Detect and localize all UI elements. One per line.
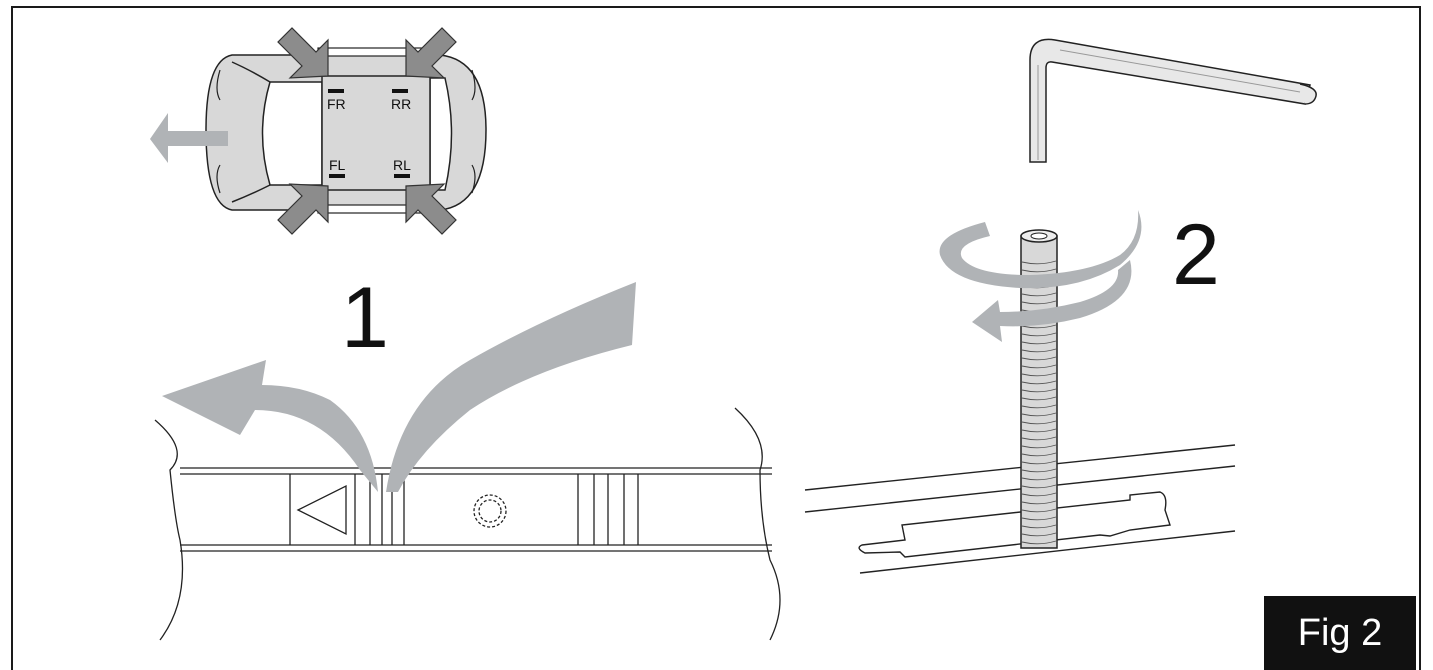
pointer-arrows-icon <box>277 27 457 235</box>
roof-rail-cover-icon <box>154 407 781 641</box>
bolt-thread-line <box>1021 388 1057 393</box>
bolt-thread-line <box>1021 324 1057 329</box>
step-one-number: 1 <box>341 270 389 366</box>
rotation-arrow-icon <box>939 210 1142 342</box>
bolt-thread-line <box>1021 492 1057 497</box>
bolt-thread-line <box>1021 356 1057 361</box>
bolt-thread-line <box>1021 348 1057 353</box>
rail-profile-icon <box>804 444 1236 574</box>
bolt-thread-line <box>1021 468 1057 473</box>
lift-arrow-left-icon <box>162 360 378 492</box>
bolt-thread-line <box>1021 292 1057 297</box>
car-top-view-icon <box>205 47 487 214</box>
bolt-thread-line <box>1021 332 1057 337</box>
bolt-thread-line <box>1021 436 1057 441</box>
bolt-thread-line <box>1021 452 1057 457</box>
bolt-thread-line <box>1021 404 1057 409</box>
bolt-thread-line <box>1021 268 1057 273</box>
bolt-thread-line <box>1021 260 1057 265</box>
bolt-thread-line <box>1021 508 1057 513</box>
allen-key-icon <box>1029 38 1317 163</box>
step-two-number: 2 <box>1172 207 1220 303</box>
bolt-thread-line <box>1021 420 1057 425</box>
lift-arrow-right-icon <box>386 282 636 492</box>
bolt-thread-line <box>1021 364 1057 369</box>
bolt-thread-line <box>1021 340 1057 345</box>
bolt-thread-line <box>1021 516 1057 521</box>
bolt-thread-line <box>1021 412 1057 417</box>
bolt-thread-line <box>1021 300 1057 305</box>
bolt-thread-line <box>1021 524 1057 529</box>
bolt-thread-line <box>1021 476 1057 481</box>
bolt-thread-line <box>1021 500 1057 505</box>
bolt-thread-line <box>1021 484 1057 489</box>
bolt-thread-line <box>1021 460 1057 465</box>
bolt-thread-line <box>1021 380 1057 385</box>
bolt-thread-line <box>1021 532 1057 537</box>
figure-frame <box>11 6 1421 670</box>
position-label-fr: FR <box>327 96 346 112</box>
bolt-thread-line <box>1021 396 1057 401</box>
bolt-thread-line <box>1021 372 1057 377</box>
position-label-fl: FL <box>329 157 346 173</box>
position-label-rl: RL <box>393 157 411 173</box>
bolt-thread-line <box>1021 428 1057 433</box>
direction-arrow-icon <box>150 113 228 163</box>
position-label-rr: RR <box>391 96 412 112</box>
bolt-thread-line <box>1021 444 1057 449</box>
bolt-thread-line <box>1021 540 1057 545</box>
figure-badge: Fig 2 <box>1264 596 1416 670</box>
